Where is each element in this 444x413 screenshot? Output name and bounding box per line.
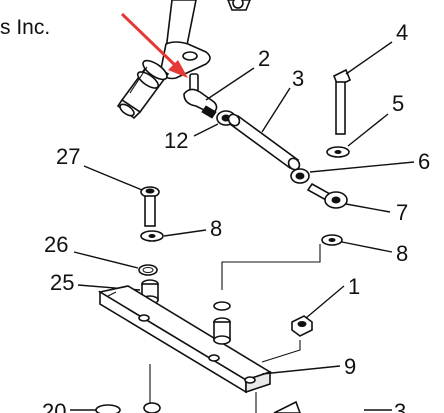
callout-1: 1 <box>348 274 360 299</box>
callout-labels: 2 3 4 5 6 7 8 8 1 9 12 27 26 25 20 3 <box>42 20 430 413</box>
part-5-washer <box>326 113 389 158</box>
part-2-ball-joint <box>183 67 255 119</box>
part-26-ring <box>73 251 158 276</box>
callout-6: 6 <box>418 149 430 174</box>
part-8-washer-left <box>140 229 207 242</box>
part-3-tie-rod <box>227 87 301 171</box>
callout-3-bottom: 3 <box>394 399 406 413</box>
part-7-ball-joint <box>306 182 391 213</box>
callout-9: 9 <box>344 354 356 379</box>
callout-26: 26 <box>44 232 68 257</box>
part-27-bolt <box>83 165 160 227</box>
callout-3: 3 <box>292 66 304 91</box>
callout-8-right: 8 <box>396 241 408 266</box>
callout-7: 7 <box>396 200 408 225</box>
part-9-base-plate <box>97 285 341 394</box>
part-4-bolt <box>332 41 393 135</box>
part-8-washer-right <box>321 234 393 253</box>
red-arrow-icon <box>120 12 188 78</box>
callout-27: 27 <box>56 144 80 169</box>
callout-4: 4 <box>396 20 408 45</box>
part-6-nut <box>290 161 415 184</box>
part-1-nut <box>291 285 345 337</box>
callout-20: 20 <box>42 399 66 413</box>
callout-2: 2 <box>258 46 270 71</box>
company-name-fragment: s Inc. <box>0 16 50 39</box>
bottom-partial-parts <box>70 400 392 413</box>
center-bushing <box>213 301 231 345</box>
callout-8-left: 8 <box>210 216 222 241</box>
callout-5: 5 <box>392 91 404 116</box>
spindle-assembly <box>116 0 251 120</box>
callout-12: 12 <box>164 128 188 153</box>
callout-25: 25 <box>50 270 74 295</box>
